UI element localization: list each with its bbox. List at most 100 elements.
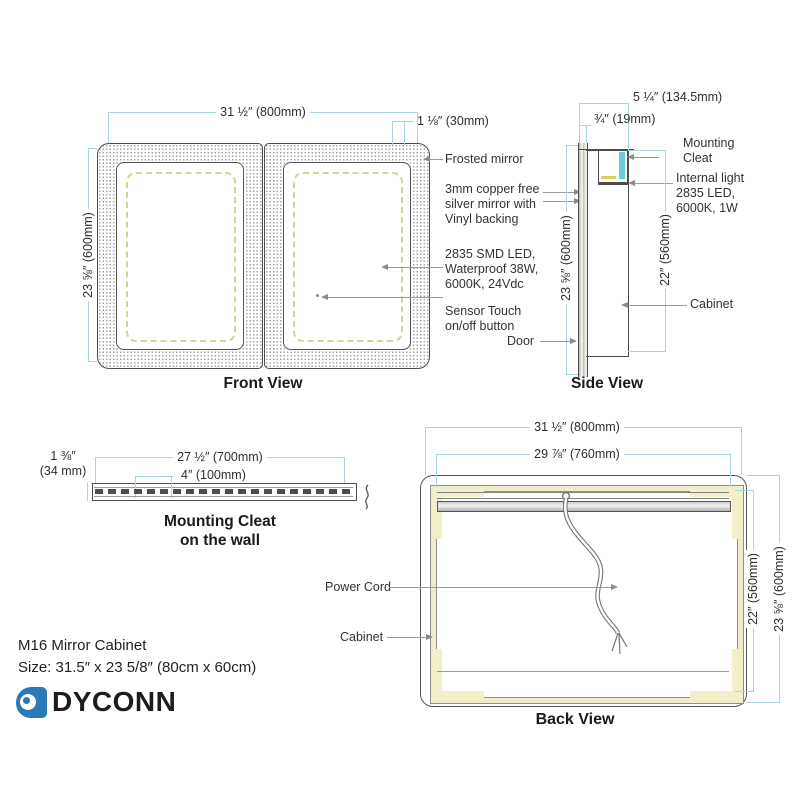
- door-label: Door: [507, 334, 535, 348]
- dim-line: [579, 125, 591, 126]
- leader-arrow: [611, 584, 618, 590]
- ext-line: [436, 454, 437, 487]
- cleat-bar-line: [94, 496, 353, 497]
- ext-line: [566, 374, 578, 375]
- cleat-highlight: [619, 152, 625, 179]
- cleat-bar-line: [94, 487, 353, 488]
- brand-name: DYCONN: [52, 686, 177, 717]
- ext-line: [425, 427, 426, 475]
- back-inner-width-dimension: 29 ⅞″ (760mm): [530, 447, 624, 461]
- ext-line: [747, 475, 779, 476]
- cleat-caption: Mounting Cleat on the wall: [164, 513, 276, 549]
- leader-arrow: [426, 634, 433, 640]
- leader-line: [627, 305, 687, 306]
- model-name: M16 Mirror Cabinet: [18, 637, 147, 654]
- back-top-rail: [437, 492, 729, 499]
- front-left-led-strip: [126, 172, 236, 342]
- door-thickness-dimension: ¾″ (19mm): [594, 112, 656, 126]
- back-outer-height-dimension: 23 ⅝″ (600mm): [772, 543, 786, 635]
- dim-line: [579, 103, 629, 104]
- ext-line: [88, 148, 97, 149]
- front-view-caption: Front View: [223, 375, 303, 392]
- cleat-offset-dimension: 4″ (100mm): [179, 468, 248, 482]
- cleat-teeth: [95, 489, 352, 494]
- leader-line: [387, 267, 443, 268]
- leader-arrow: [621, 302, 628, 308]
- ext-line: [579, 103, 580, 143]
- ext-line: [87, 482, 88, 501]
- ext-line: [95, 457, 96, 483]
- ext-line: [392, 121, 393, 145]
- size-text: Size: 31.5″ x 23 5/8″ (80cm x 60cm): [18, 659, 257, 676]
- ext-line: [88, 361, 97, 362]
- ext-line: [135, 476, 136, 498]
- internal-light-label: Internal light 2835 LED, 6000K, 1W: [676, 171, 745, 215]
- ext-line: [628, 150, 665, 151]
- ext-line: [171, 476, 172, 498]
- corner-bracket: [690, 649, 741, 700]
- sensor-label: Sensor Touch on/off button: [445, 304, 522, 333]
- silver-mirror-label: 3mm copper free silver mirror with Vinyl…: [445, 182, 540, 226]
- cleat-length-dimension: 27 ½″ (700mm): [173, 450, 267, 464]
- leader-line: [389, 587, 612, 588]
- leader-line: [429, 159, 443, 160]
- leader-line: [540, 341, 572, 342]
- leader-arrow: [423, 156, 430, 162]
- ext-line: [628, 103, 629, 150]
- brand-icon-dot: [23, 697, 30, 704]
- depth-dimension: 5 ¼″ (134.5mm): [633, 90, 723, 104]
- cabinet-height-dimension: 22″ (560mm): [658, 211, 672, 289]
- side-door: [578, 143, 588, 377]
- internal-light-strip: [601, 176, 616, 179]
- front-width-dimension: 31 ½″ (800mm): [216, 105, 310, 119]
- cleat-height-dimension: 1 ⅜″ (34 mm): [39, 449, 87, 478]
- leader-arrow: [321, 294, 328, 300]
- leader-line: [543, 192, 576, 193]
- ext-line: [741, 427, 742, 475]
- back-bottom-line: [437, 671, 729, 672]
- frame-width-dimension: 1 ⅛″ (30mm): [417, 114, 489, 128]
- leader-arrow: [574, 189, 581, 195]
- leader-arrow: [381, 264, 388, 270]
- ext-line: [586, 125, 587, 143]
- leader-line: [633, 157, 659, 158]
- power-cord-label: Power Cord: [325, 580, 391, 594]
- ext-line: [566, 145, 578, 146]
- leader-arrow: [628, 180, 635, 186]
- front-height-dimension: 23 ⅝″ (600mm): [81, 209, 95, 301]
- side-top-cap: [578, 149, 634, 150]
- frosted-mirror-label: Frosted mirror: [445, 152, 524, 166]
- side-view-caption: Side View: [570, 375, 644, 392]
- back-inner-height-dimension: 22″ (560mm): [746, 550, 760, 628]
- sensor-touch-dot: [316, 294, 319, 297]
- ext-line: [344, 457, 345, 483]
- side-cabinet-label: Cabinet: [690, 297, 734, 311]
- back-view-caption: Back View: [535, 711, 615, 728]
- leader-line: [634, 183, 673, 184]
- back-cleat-rail: [437, 501, 731, 512]
- leader-line: [387, 637, 427, 638]
- ext-line: [730, 454, 731, 487]
- corner-bracket: [433, 649, 484, 700]
- front-right-led-strip: [293, 172, 403, 342]
- led-label: 2835 SMD LED, Waterproof 38W, 6000K, 24V…: [445, 247, 539, 291]
- ext-line: [628, 351, 665, 352]
- leader-arrow: [627, 154, 634, 160]
- ext-line: [417, 112, 418, 143]
- side-height-dimension: 23 ⅝″ (600mm): [559, 212, 573, 304]
- side-cabinet-body: [586, 150, 629, 357]
- power-cord: [561, 491, 628, 655]
- leader-line: [543, 201, 576, 202]
- back-outer-width-dimension: 31 ½″ (800mm): [530, 420, 624, 434]
- dim-line: [135, 476, 173, 477]
- wall-break-mark: [365, 484, 369, 510]
- front-left-mirror-panel: [116, 162, 244, 350]
- ext-line: [735, 490, 753, 491]
- ext-line: [747, 702, 779, 703]
- ext-line: [735, 691, 753, 692]
- leader-arrow: [574, 198, 581, 204]
- front-right-mirror-panel: [283, 162, 411, 350]
- ext-line: [108, 112, 109, 143]
- mounting-cleat-label: Mounting Cleat: [683, 136, 735, 165]
